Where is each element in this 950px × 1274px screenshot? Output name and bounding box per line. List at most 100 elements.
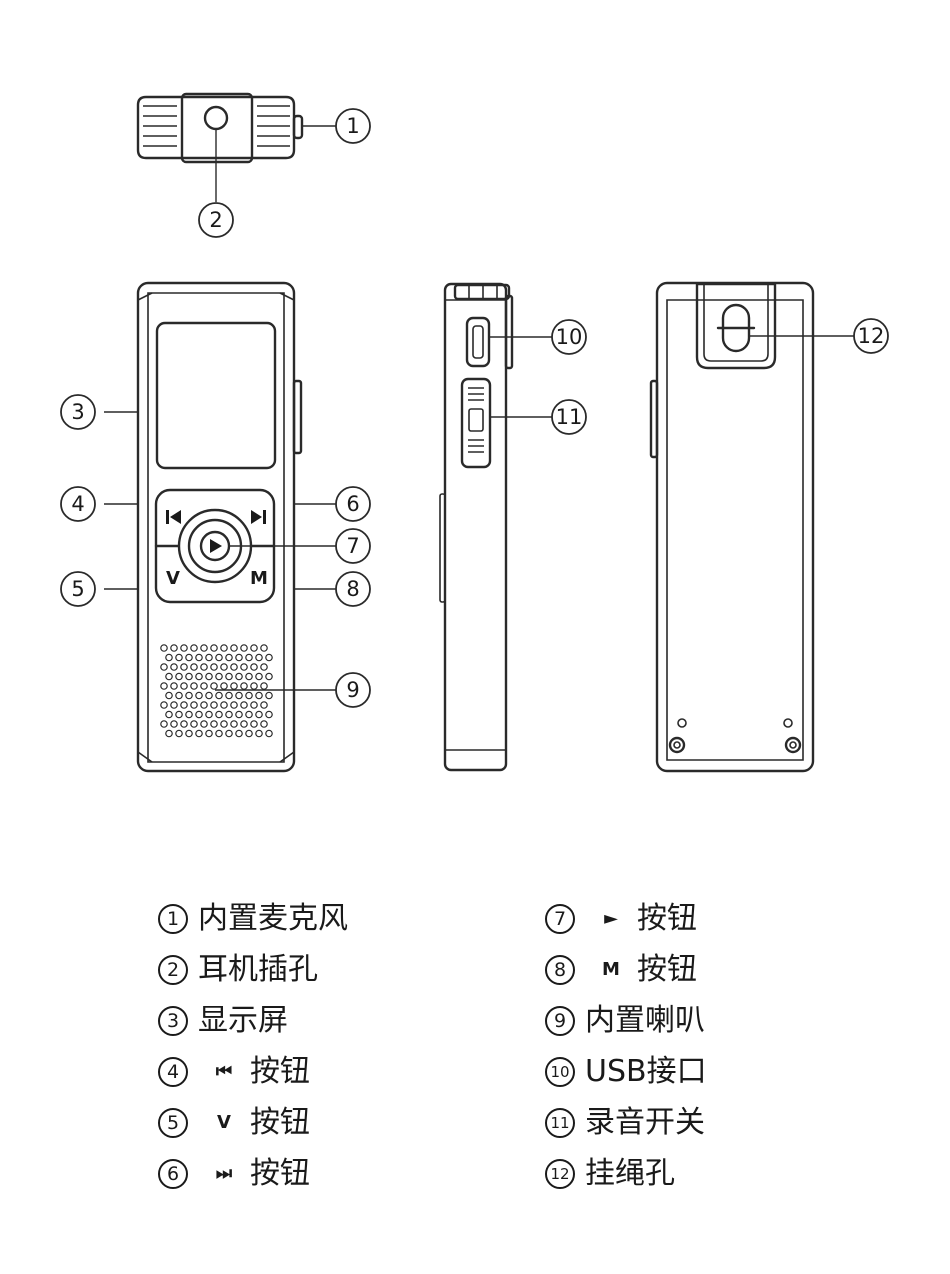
speaker-hole [220,663,228,671]
speaker-hole [195,729,203,738]
speaker-hole [200,720,208,728]
legend-item-7: 7 ► 按钮 [545,897,697,941]
speaker-hole [190,720,198,728]
legend-item-10: 10 USB接口 [545,1050,707,1094]
speaker-hole [195,710,203,719]
usb-port [465,316,491,368]
speaker-hole [210,682,218,690]
speaker-hole [190,644,198,652]
speaker-hole [240,701,248,709]
speaker-hole [185,653,193,662]
legend-item-3: 3 显示屏 [158,999,288,1043]
svg-text:4: 4 [71,492,84,516]
legend-item-9: 9 内置喇叭 [545,999,705,1043]
speaker-hole [165,729,173,738]
legend-item-8: 8 M 按钮 [545,948,697,992]
legend-label: 按钮 [250,1105,310,1140]
speaker-hole [215,691,223,700]
speaker-hole [205,691,213,700]
speaker-hole [165,691,173,700]
legend-number: 5 [158,1108,188,1138]
speaker-hole [240,663,248,671]
speaker-hole [160,644,168,652]
speaker-hole [175,729,183,738]
speaker-hole [260,663,268,671]
speaker-hole [175,653,183,662]
svg-text:3: 3 [71,400,84,424]
speaker-hole [215,672,223,681]
speaker-hole [185,710,193,719]
speaker-hole [170,663,178,671]
callout-9: 9 [335,672,371,708]
speaker-hole [260,682,268,690]
speaker-hole [180,663,188,671]
legend-number: 2 [158,955,188,985]
callout-4: 4 [60,486,96,522]
speaker-hole [265,653,273,662]
legend-label: 内置喇叭 [585,1003,705,1038]
speaker-hole [245,653,253,662]
speaker-hole [215,729,223,738]
speaker-hole [245,672,253,681]
speaker-hole [250,720,258,728]
speaker-hole [250,644,258,652]
speaker-hole [230,644,238,652]
speaker-hole [225,710,233,719]
legend-item-2: 2 耳机插孔 [158,948,318,992]
callout-5: 5 [60,571,96,607]
speaker-hole [210,663,218,671]
callout-2: 2 [198,202,234,238]
speaker-hole [160,720,168,728]
speaker-hole [235,672,243,681]
speaker-hole [230,720,238,728]
callout-3: 3 [60,394,96,430]
play-icon [210,539,222,553]
legend-label: 显示屏 [198,1003,288,1038]
speaker-hole [210,644,218,652]
speaker-hole [175,710,183,719]
legend-item-12: 12 挂绳孔 [545,1152,675,1196]
legend-number: 8 [545,955,575,985]
speaker-hole [175,672,183,681]
legend-item-6: 6 ⏭ 按钮 [158,1152,310,1196]
legend-label: 挂绳孔 [585,1156,675,1191]
legend-number: 1 [158,904,188,934]
svg-text:6: 6 [346,492,359,516]
speaker-hole [170,644,178,652]
speaker-hole [205,710,213,719]
callout-11: 11 [551,399,587,435]
speaker-hole [250,682,258,690]
speaker-hole [235,691,243,700]
speaker-hole [210,701,218,709]
legend-number: 12 [545,1159,575,1189]
back-view [649,281,854,773]
speaker-hole [225,729,233,738]
speaker-hole [210,720,218,728]
front-view: V M [104,281,336,773]
record-switch[interactable] [460,377,492,469]
speaker-hole [265,710,273,719]
microphone-hole-icon [203,105,229,131]
speaker-hole [225,691,233,700]
speaker-hole [215,653,223,662]
legend-number: 11 [545,1108,575,1138]
speaker-hole [165,672,173,681]
speaker-hole [220,720,228,728]
speaker-hole [235,653,243,662]
prev-track-icon [166,510,181,524]
speaker-hole [245,691,253,700]
speaker-hole [220,701,228,709]
speaker-hole [185,672,193,681]
legend-item-1: 1 内置麦克风 [158,897,348,941]
speaker-hole [245,729,253,738]
legend-label: 录音开关 [585,1105,705,1140]
speaker-hole [250,701,258,709]
speaker-hole [185,729,193,738]
speaker-hole [255,672,263,681]
device-diagram: V M [60,92,889,773]
speaker-hole [230,663,238,671]
svg-text:11: 11 [556,405,583,429]
next-track-icon: ⏭ [215,1163,233,1184]
legend-number: 4 [158,1057,188,1087]
speaker-hole [260,701,268,709]
